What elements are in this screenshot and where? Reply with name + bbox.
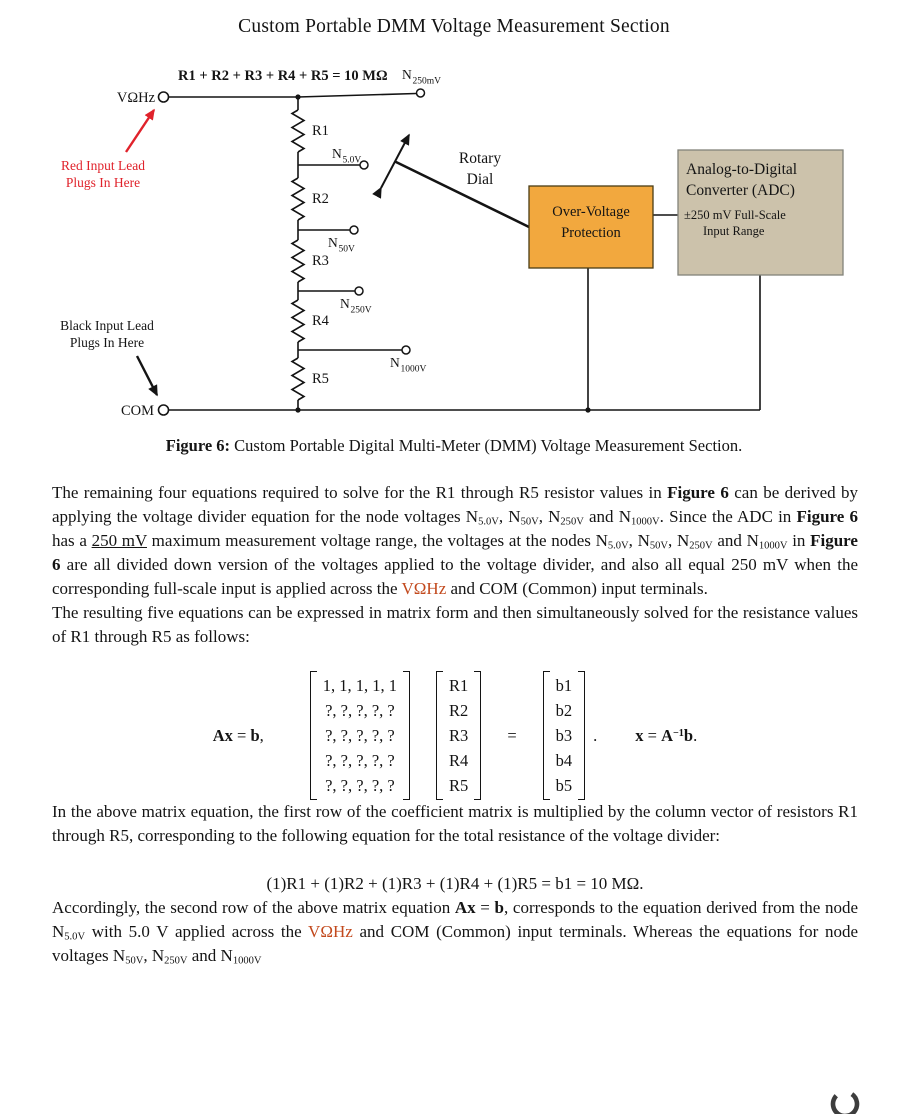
vector-row: b2 (555, 701, 573, 720)
vector-row: R4 (449, 751, 469, 770)
matrix-row: ?, ?, ?, ?, ? (325, 726, 395, 745)
node-label-n1000v-sub: 1000V (401, 365, 427, 375)
resistor-label-r2: R2 (312, 191, 329, 207)
junction-dot (585, 407, 591, 413)
node-contact-n1000v (401, 345, 411, 355)
resistor-zigzag-r1 (290, 109, 306, 153)
node-label-n250mv-sub: 250mV (413, 77, 442, 87)
resistor-vector: R1 R2 R3 R4 R5 (436, 671, 482, 800)
node-contact-n250v (354, 286, 364, 296)
vector-row: b5 (555, 776, 573, 795)
node-label-n1000v: N (390, 355, 400, 370)
node-contact-n5v (359, 160, 369, 170)
com-terminal (157, 404, 170, 416)
partial-circle-icon (830, 1089, 860, 1114)
matrix-row: ?, ?, ?, ?, ? (325, 751, 395, 770)
equals-sign: = (507, 726, 517, 745)
node-label-n50v-sub: 50V (339, 245, 356, 255)
adc-title-line1: Analog-to-Digital (686, 161, 797, 178)
rotary-dial-wiper (394, 160, 531, 229)
black-lead-arrow (135, 355, 159, 397)
node-label-n5v-sub: 5.0V (343, 156, 362, 166)
rotation-arrow (372, 133, 410, 199)
resistor-zigzag-r5 (290, 357, 306, 401)
vector-row: b3 (555, 726, 573, 745)
rotary-dial-label-line1: Rotary (459, 150, 501, 167)
bracket-right (578, 671, 586, 800)
circuit-diagram: R1 + R2 + R3 + R4 + R5 = 10 MΩ VΩHz COM … (60, 67, 844, 419)
matrix-row: ?, ?, ?, ?, ? (325, 701, 395, 720)
com-terminal-label: COM (121, 403, 154, 419)
node-contact-n50v (349, 225, 359, 235)
divider-sum-label: R1 + R2 + R3 + R4 + R5 = 10 MΩ (178, 68, 388, 84)
vector-row: R2 (449, 701, 469, 720)
resistor-label-r4: R4 (312, 313, 330, 329)
node-label-n250mv: N (402, 67, 412, 82)
adc-title-line2: Converter (ADC) (686, 182, 795, 199)
vohz-terminal-label: VΩHz (117, 90, 156, 106)
vector-row: b1 (555, 676, 573, 695)
node-contact-n250mv (415, 88, 426, 98)
junction-dot (295, 407, 301, 413)
matrix-row: ?, ?, ?, ?, ? (325, 776, 395, 795)
vector-row: R5 (449, 776, 469, 795)
bracket-right (403, 671, 411, 800)
adc-range-line2: Input Range (703, 224, 765, 238)
total-resistance-equation: (1)R1 + (1)R2 + (1)R3 + (1)R4 + (1)R5 = … (266, 874, 644, 893)
wire-path (168, 92, 761, 411)
node-label-n5v: N (332, 146, 342, 161)
resistor-label-r3: R3 (312, 253, 329, 269)
bracket-left (436, 671, 444, 800)
red-lead-arrow (125, 108, 155, 153)
resistor-label-r5: R5 (312, 371, 329, 387)
junction-dot (295, 94, 301, 100)
black-lead-note-line2: Plugs In Here (70, 335, 144, 350)
vector-row: b4 (555, 751, 573, 770)
ovp-box (528, 185, 654, 269)
figure-caption: Figure 6: Custom Portable Digital Multi-… (165, 436, 743, 455)
resistor-zigzag-r4 (290, 299, 306, 343)
b-vector: b1 b2 b3 b4 b5 (542, 671, 586, 800)
ovp-label-line1: Over-Voltage (552, 204, 630, 220)
node-label-n250v-sub: 250V (351, 306, 372, 316)
vohz-terminal (157, 91, 170, 103)
coefficient-matrix: 1, 1, 1, 1, 1 ?, ?, ?, ?, ? ?, ?, ?, ?, … (309, 671, 411, 800)
matrix-row: 1, 1, 1, 1, 1 (322, 676, 398, 695)
paragraph-3: In the above matrix equation, the first … (52, 802, 858, 845)
page-title: Custom Portable DMM Voltage Measurement … (238, 16, 670, 37)
paragraph-2: The resulting five equations can be expr… (52, 603, 858, 646)
node-label-n50v: N (328, 235, 338, 250)
resistor-zigzag-r3 (290, 239, 306, 283)
adc-range-line1: ±250 mV Full-Scale (684, 208, 786, 222)
vector-row: R1 (449, 676, 469, 695)
paragraph-4: Accordingly, the second row of the above… (52, 898, 859, 967)
vector-row: R3 (449, 726, 469, 745)
bracket-left (309, 671, 317, 800)
rotary-dial-label-line2: Dial (467, 171, 494, 188)
matrix-rhs: x = A−1b. (635, 726, 698, 745)
matrix-equation: Ax = b, 1, 1, 1, 1, 1 ?, ?, ?, ?, ? ?, ?… (52, 671, 858, 800)
matrix-lhs: Ax = b, (212, 726, 264, 745)
node-label-n250v: N (340, 296, 350, 311)
resistor-zigzag-r2 (290, 177, 306, 221)
bracket-left (542, 671, 550, 800)
red-lead-note-line2: Plugs In Here (66, 175, 140, 190)
red-lead-note-line1: Red Input Lead (61, 158, 145, 173)
black-lead-note-line1: Black Input Lead (60, 318, 154, 333)
period: . (593, 726, 598, 745)
bracket-right (474, 671, 482, 800)
body-text: The remaining four equations required to… (52, 481, 858, 968)
ovp-label-line2: Protection (561, 225, 621, 241)
paragraph-1: The remaining four equations required to… (52, 483, 858, 598)
resistor-label-r1: R1 (312, 123, 329, 139)
adc-box (677, 149, 844, 276)
